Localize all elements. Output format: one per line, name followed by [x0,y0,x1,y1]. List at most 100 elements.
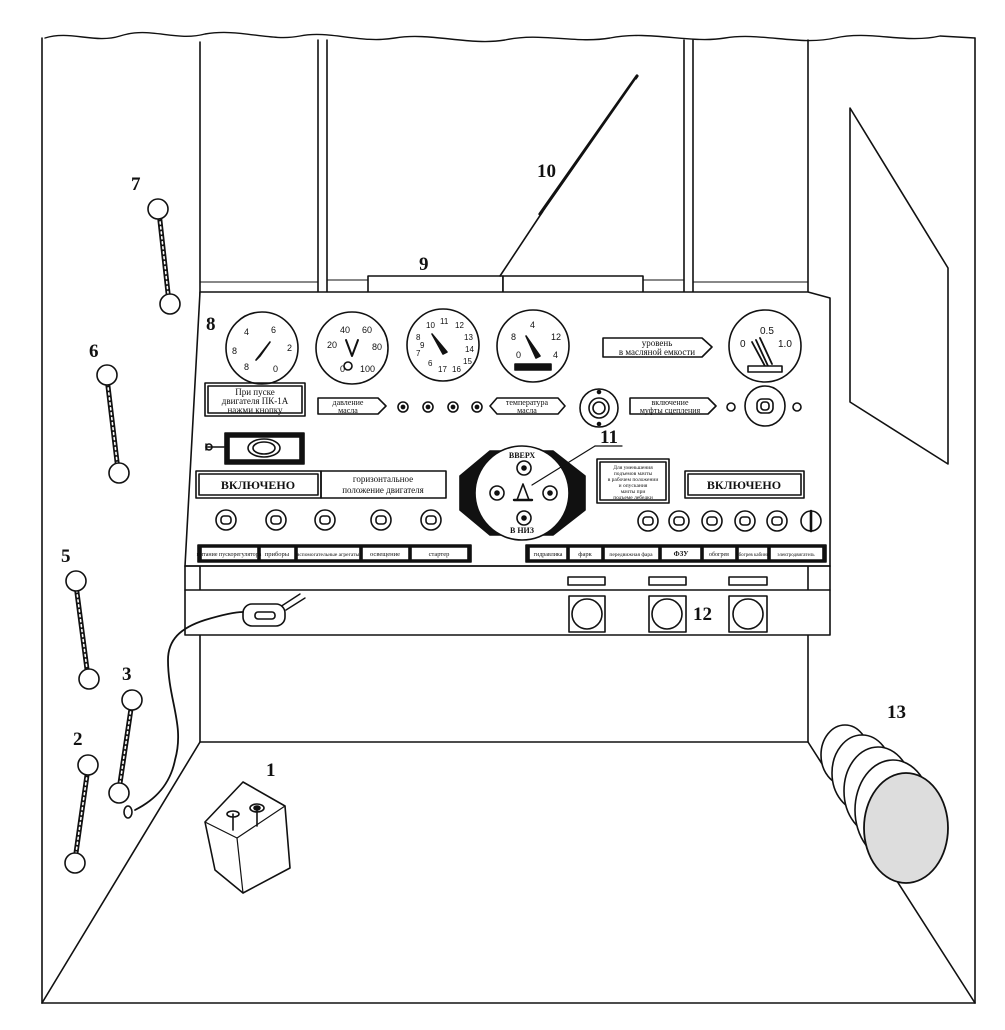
gauge-4-tick: 8 [511,332,516,342]
callout-11-leader [531,445,596,486]
gauge-5: 0 0.5 1.0 [728,309,802,383]
callout-7: 7 [131,174,141,195]
bottom-right-label: обогрев [709,551,729,558]
bottom-right-label: гидравлика [534,552,563,558]
gauge-1-tick: 0 [273,364,278,374]
gauge-1-tick: 6 [271,325,276,335]
callout-numbers: 1 2 3 5 6 7 8 9 10 11 12 13 [61,161,906,781]
gauge-3-tick: 12 [455,321,464,330]
level-arrow-plate: уровень в масляной емкости [602,337,713,358]
vklucheno-right-text: ВКЛЮЧЕНО [707,478,781,492]
horizontal-engine-plate: горизонтальное положение двигателя [320,470,447,499]
grab-handle-7[interactable] [147,198,181,315]
gauge-4-needle [525,335,541,359]
wheel-top-label: ВВЕРХ [509,451,535,460]
gauge-2-tick: 80 [372,342,382,352]
grab-handle-2[interactable] [64,754,99,874]
note-line4: и опускания [619,483,648,489]
start-plate-line2: двигателя ПК-1А [222,396,289,406]
vklucheno-left-text: ВКЛЮЧЕНО [221,478,295,492]
bottom-right-label: фарк [578,551,592,558]
gauge-4-tick: 4 [553,350,558,360]
callout-1: 1 [266,760,276,781]
bottom-left-label: вспомогательные агрегаты [297,552,360,558]
bottom-left-label-strip: питание пускорегулятора приборы вспомога… [197,544,472,563]
callout-9: 9 [419,254,429,275]
gauge-4-tick: 4 [530,320,535,330]
bottom-right-label-strip: гидравлика фарк передвижная фара ФЗУ обо… [525,544,827,563]
gauge-5-needle [751,337,773,369]
start-plate-line1: При пуске [235,387,275,397]
grab-handle-5[interactable] [65,570,100,690]
gauge-1-needle [255,341,271,361]
gauge-2-tick: 40 [340,325,350,335]
start-plate-line3: нажми кнопку [227,405,283,415]
gauge-4-tick: 0 [516,350,521,360]
gauge-3-tick: 14 [465,345,474,354]
vklucheno-right-plate: ВКЛЮЧЕНО [684,470,805,499]
toggle-buttons-left[interactable] [215,509,442,531]
oil-pressure-arrow: давление масла [317,397,387,415]
gauge-4: 4 8 12 0 4 [496,309,570,383]
bottom-right-label: ФЗУ [674,550,689,558]
bottom-right-label: передвижная фара [609,551,653,558]
gauge-3-tick: 8 [416,333,421,342]
oil-temp-line1: температура [506,398,549,407]
joystick-console[interactable] [204,781,291,894]
note-line6: подъеме лебедки [613,494,653,501]
gauge-1: 4 6 8 2 8 0 [225,311,299,385]
bottom-left-label: приборы [265,551,290,558]
grab-handle-6[interactable] [96,364,130,484]
toggle-buttons-right[interactable] [637,509,822,533]
gauge-3-tick: 6 [428,359,433,368]
indicator-lamps-row-2 [397,401,483,413]
note-line3: в рабочем положении [608,476,659,483]
gauge-3-tick: 7 [416,349,421,358]
wheel-bottom-label: В НИЗ [510,526,534,535]
gauge-2-needle [345,339,359,357]
callout-2: 2 [73,729,83,750]
bottom-right-label: электродвигатель [777,553,815,558]
gauge-3-tick: 13 [464,333,473,342]
oil-temperature-arrow: температура масла [489,397,566,415]
gauge-3-tick: 11 [440,317,449,326]
lower-switch-blocks[interactable] [567,576,768,633]
gauge-3-tick: 15 [463,357,472,366]
gauge-1-tick: 8 [232,346,237,356]
clutch-line2: муфты сцепления [640,406,701,415]
pendant-remote-with-cable[interactable] [123,593,306,819]
gauge-5-tick: 1.0 [778,339,792,350]
callout-12: 12 [693,604,712,625]
grab-handle-3[interactable] [108,689,143,804]
gauge-2-tick: 20 [327,340,337,350]
gauge-2: 20 40 60 80 0 100 [315,311,389,385]
selector-knob[interactable] [579,388,619,428]
level-arrow-line1: уровень [642,338,673,348]
right-selector-knob[interactable] [726,385,802,427]
gauge-3-needle [431,333,448,355]
gauge-2-tick: 100 [360,364,375,374]
callout-13: 13 [887,702,906,723]
start-button-box[interactable] [205,432,305,465]
bottom-right-label: обогрев кабины [736,553,770,558]
gauge-4-tick: 12 [551,332,561,342]
horizontal-engine-line1: горизонтальное [353,474,413,484]
callout-10: 10 [537,161,556,182]
bottom-left-label: питание пускорегулятора [197,552,262,558]
callout-5: 5 [61,546,71,567]
gauge-3: 10 11 12 8 13 7 14 9 15 6 17 16 [406,308,480,382]
note-line1: Для уменьшения [613,465,653,471]
callout-8: 8 [206,314,216,335]
callout-11: 11 [600,427,618,448]
gauge-1-tick: 8 [244,362,249,372]
note-line2: подъемов мачты [614,471,653,477]
gauge-1-tick: 2 [287,343,292,353]
gauge-2-tick: 60 [362,325,372,335]
bottom-left-label: стартер [429,551,450,558]
gauge-2-tick: 0 [340,364,345,374]
callout-6: 6 [89,341,99,362]
start-instruction-plate: При пуске двигателя ПК-1А нажми кнопку [204,382,306,417]
gauge-1-tick: 4 [244,327,249,337]
gauge-3-tick: 9 [420,341,425,350]
